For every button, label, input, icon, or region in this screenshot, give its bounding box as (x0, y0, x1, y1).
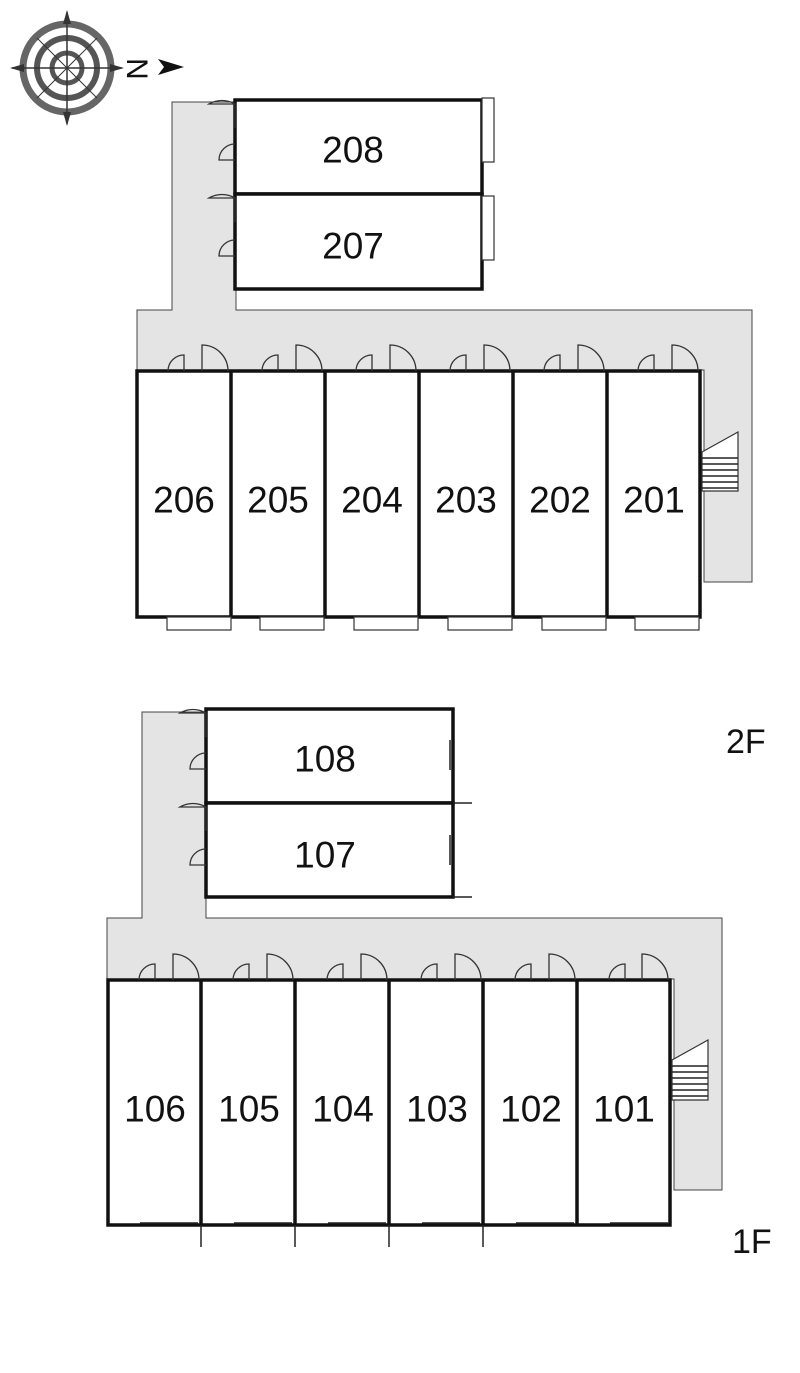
window (481, 97, 495, 163)
room-108 (204, 707, 455, 805)
room-label-107: 107 (294, 835, 356, 876)
room-label-102: 102 (500, 1089, 562, 1130)
window (481, 195, 495, 261)
stairs-icon (671, 1038, 709, 1101)
room-label-105: 105 (218, 1089, 280, 1130)
compass-icon (10, 10, 124, 126)
room-label-106: 106 (124, 1089, 186, 1130)
window (166, 616, 700, 631)
room-label-201: 201 (623, 480, 685, 521)
room-label-101: 101 (593, 1089, 655, 1130)
floor-label-2f: 2F (726, 723, 766, 761)
door-icon (167, 344, 699, 372)
room-label-207: 207 (322, 226, 384, 267)
stairs-icon (701, 430, 739, 492)
door-icon (138, 953, 669, 981)
room-label-205: 205 (247, 480, 309, 521)
room-label-108: 108 (294, 739, 356, 780)
room-label-206: 206 (153, 480, 215, 521)
compass-north-label: N (120, 58, 153, 80)
floor-label-1f: 1F (732, 1223, 772, 1261)
north-arrow-icon (158, 59, 184, 75)
room-label-202: 202 (529, 480, 591, 521)
room-label-103: 103 (406, 1089, 468, 1130)
door-icon (206, 99, 236, 257)
room-label-208: 208 (322, 130, 384, 171)
room-107 (204, 801, 455, 899)
room-label-203: 203 (435, 480, 497, 521)
door-icon (177, 708, 207, 866)
room-label-104: 104 (312, 1089, 374, 1130)
room-label-204: 204 (341, 480, 403, 521)
